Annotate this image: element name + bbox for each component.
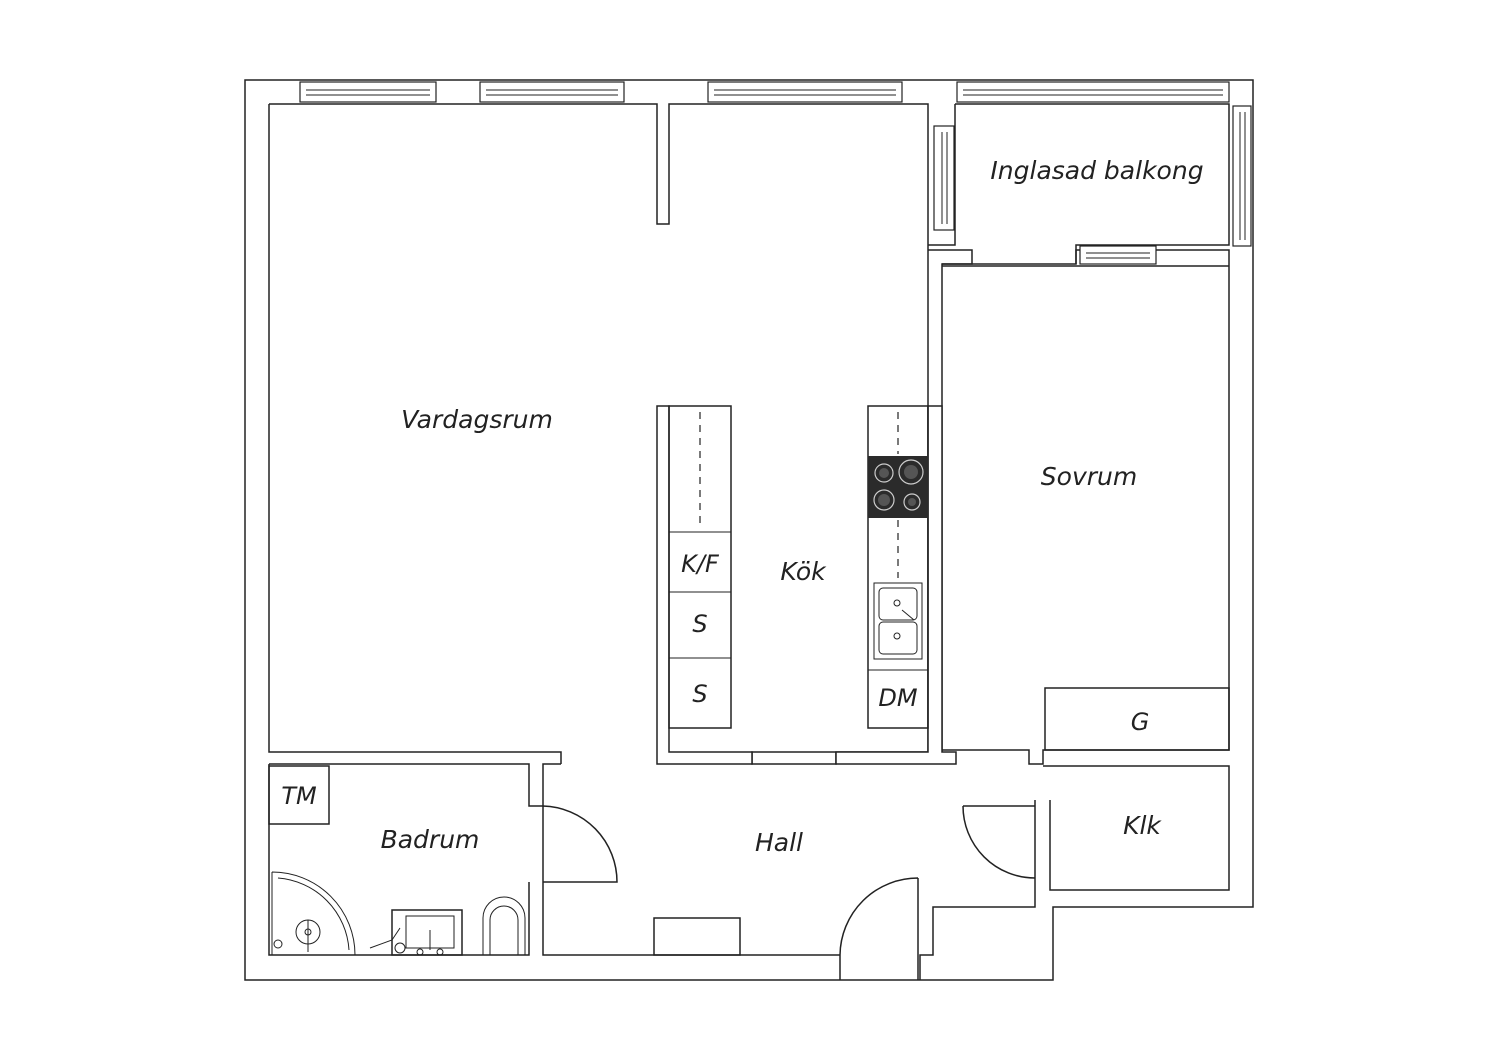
fixture-label-tm: TM (281, 782, 317, 810)
fixture-label-s2: S (692, 680, 707, 708)
toilet-icon (482, 896, 526, 955)
window-3 (707, 81, 903, 103)
room-label-balkong: Inglasad balkong (990, 156, 1203, 185)
window-4 (956, 81, 1230, 103)
living-wall (268, 104, 562, 764)
closet-lower (919, 800, 1036, 980)
hall-bench (653, 917, 741, 956)
closet-wall (1043, 765, 1230, 891)
room-label-kok: Kök (780, 557, 827, 586)
bathroom-wall (269, 763, 561, 807)
window-2 (479, 81, 625, 103)
kitchen-fixtures (668, 405, 929, 729)
bathroom-fixtures (271, 871, 526, 956)
entry-door (839, 877, 919, 980)
stovetop-icon (868, 456, 928, 518)
window-7 (1079, 245, 1157, 265)
wardrobe (1044, 687, 1230, 751)
fixture-label-dm: DM (878, 684, 917, 712)
linen-closet (268, 765, 330, 825)
balcony-wall (955, 103, 1230, 264)
fixture-label-g: G (1131, 708, 1150, 736)
left-counter (668, 405, 732, 729)
walls (244, 79, 1254, 981)
room-label-klk: Klk (1123, 811, 1162, 840)
room-label-sovrum: Sovrum (1041, 462, 1137, 491)
windows (299, 81, 1252, 265)
window-1 (299, 81, 437, 103)
balcony-left (928, 104, 956, 246)
hall-bottom (542, 882, 840, 956)
kitchen-right-wall (835, 405, 957, 765)
fixture-labels: K/F S S DM G TM (281, 550, 1149, 810)
fixture-label-kf: K/F (681, 550, 720, 578)
bedroom-fixtures (268, 687, 1230, 956)
right-counter (867, 405, 929, 729)
room-label-badrum: Badrum (381, 825, 480, 854)
doors (542, 805, 1036, 980)
outer-wall (244, 79, 1254, 981)
room-label-hall: Hall (755, 828, 803, 857)
fixture-label-s1: S (692, 610, 707, 638)
closet-door (962, 805, 1036, 879)
window-5 (933, 125, 955, 231)
kitchen-sink-icon (873, 582, 923, 660)
room-labels: Vardagsrum Kök Sovrum Inglasad balkong B… (381, 156, 1204, 857)
window-6 (1232, 105, 1252, 247)
bathroom-sink-icon (369, 909, 463, 956)
bathroom-door (542, 805, 618, 883)
shower-icon (271, 871, 356, 956)
room-label-vardagsrum: Vardagsrum (401, 405, 553, 434)
